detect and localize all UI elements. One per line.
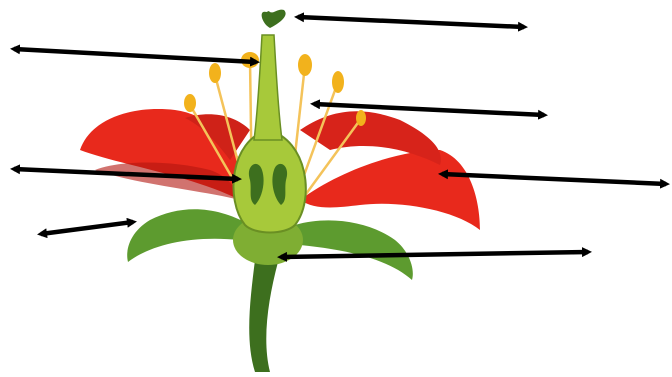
sepal-left bbox=[127, 209, 250, 262]
anther bbox=[184, 94, 196, 112]
arrow-petal bbox=[442, 174, 666, 184]
anther bbox=[332, 71, 344, 93]
stigma bbox=[262, 10, 286, 28]
anther bbox=[298, 54, 312, 76]
arrow-receptacle bbox=[281, 252, 588, 257]
pistil bbox=[233, 10, 305, 233]
arrow-stigma bbox=[298, 17, 524, 27]
anther bbox=[356, 110, 366, 126]
stem bbox=[249, 260, 278, 372]
sepal-right bbox=[295, 220, 413, 280]
anther bbox=[209, 63, 221, 83]
arrow-anther bbox=[14, 49, 256, 62]
style bbox=[254, 35, 282, 140]
arrow-sepal bbox=[41, 222, 133, 234]
petal-right bbox=[300, 150, 480, 230]
